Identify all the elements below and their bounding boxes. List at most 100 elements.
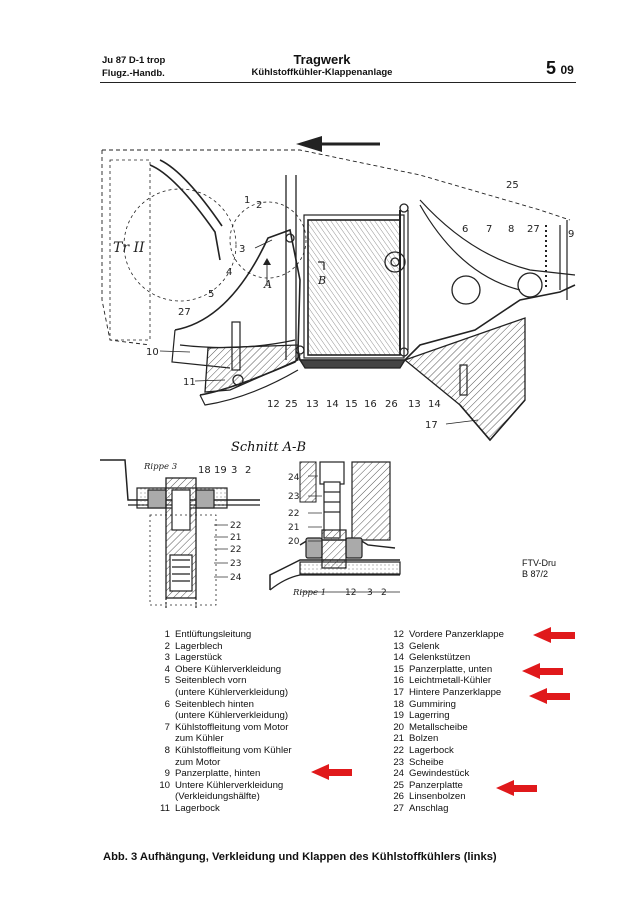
legend-text: zum Motor bbox=[175, 756, 221, 768]
legend-number: 7 bbox=[164, 721, 170, 733]
num-s18: 18 bbox=[198, 465, 211, 476]
num-b25: 25 bbox=[285, 399, 298, 410]
legend-text: Panzerplatte bbox=[409, 779, 463, 791]
num-b15: 15 bbox=[345, 399, 358, 410]
legend-text: zum Kühler bbox=[175, 733, 224, 745]
header-rule bbox=[100, 82, 576, 83]
legend-text: Metallscheibe bbox=[409, 721, 468, 733]
legend-item: (untere Kühlerverkleidung) bbox=[154, 710, 384, 722]
label-rippe-1: Rippe 1 bbox=[292, 588, 326, 598]
legend-number: 6 bbox=[164, 698, 170, 710]
num-11: 11 bbox=[183, 377, 196, 388]
red-highlight-arrows bbox=[311, 627, 575, 796]
num-c12: 12 bbox=[345, 588, 356, 598]
legend-number: 21 bbox=[393, 733, 404, 745]
legend-item: 20 Metallscheibe bbox=[388, 722, 528, 734]
detail-rippe-1-labels: 24 23 22 21 20 Rippe 1 12 3 2 bbox=[288, 473, 387, 598]
num-3: 3 bbox=[239, 244, 245, 255]
legend-number bbox=[154, 791, 175, 803]
legend-number: 16 bbox=[393, 675, 404, 687]
legend-number: 3 bbox=[164, 652, 170, 664]
legend-text: Seitenblech vorn bbox=[175, 675, 247, 687]
red-arrow-item-17 bbox=[529, 688, 570, 704]
red-arrow-item-15 bbox=[522, 663, 563, 679]
legend-number: 25 bbox=[393, 779, 404, 791]
num-s23: 23 bbox=[230, 559, 241, 569]
legend-item: 8 Kühlstoffleitung vom Kühler bbox=[154, 745, 384, 757]
legend-number: 11 bbox=[160, 802, 170, 814]
detail-rippe-3 bbox=[100, 459, 260, 610]
legend-number: 10 bbox=[159, 779, 170, 791]
legend-text: Lagerbock bbox=[175, 802, 220, 814]
label-rippe-3: Rippe 3 bbox=[143, 462, 177, 472]
legend-number: 27 bbox=[393, 802, 404, 814]
legend-number: 20 bbox=[393, 721, 404, 733]
num-s22a: 22 bbox=[230, 521, 241, 531]
legend-item: (untere Kühlerverkleidung) bbox=[154, 687, 384, 699]
legend-number bbox=[154, 757, 175, 769]
legend-text: Untere Kühlerverkleidung bbox=[175, 779, 284, 791]
legend-number: 5 bbox=[164, 675, 170, 687]
stamp-line-1: FTV-Dru bbox=[522, 558, 557, 568]
legend-number: 24 bbox=[393, 768, 404, 780]
legend-number: 1 bbox=[164, 629, 170, 640]
num-25: 25 bbox=[506, 180, 519, 191]
num-s22b: 22 bbox=[230, 545, 241, 555]
red-arrow-item-9 bbox=[311, 764, 352, 780]
legend-text: Entlüftungsleitung bbox=[175, 629, 252, 640]
main-view-labels: Tr II A B 1 2 3 4 5 6 7 8 9 10 11 17 25 … bbox=[113, 180, 574, 431]
legend-text: Lagerstück bbox=[175, 652, 222, 664]
num-s21: 21 bbox=[230, 533, 241, 543]
lower-fairing bbox=[174, 228, 576, 361]
print-stamp: FTV-Dru B 87/2 bbox=[522, 558, 556, 580]
legend-text: Gelenk bbox=[409, 640, 440, 652]
legend-text: Seitenblech hinten bbox=[175, 698, 254, 710]
num-b26: 26 bbox=[385, 399, 398, 410]
legend-item: 21 Bolzen bbox=[388, 733, 528, 745]
num-c3: 3 bbox=[367, 588, 373, 598]
front-armor-flap bbox=[204, 344, 299, 393]
page-number-main: 5 bbox=[546, 58, 557, 78]
legend-text: Gummiring bbox=[409, 698, 456, 710]
legend-text: Bolzen bbox=[409, 733, 439, 745]
legend-number: 8 bbox=[164, 744, 170, 756]
header-model: Ju 87 D-1 trop bbox=[102, 55, 166, 66]
num-27a: 27 bbox=[527, 224, 540, 235]
legend-text: Linsenbolzen bbox=[409, 791, 466, 803]
legend-text: Obere Kühlerverkleidung bbox=[175, 663, 282, 675]
stamp-line-2: B 87/2 bbox=[522, 569, 549, 579]
legend-number: 2 bbox=[164, 640, 170, 652]
legend-text: Kühlstoffleitung vom Kühler bbox=[175, 744, 292, 756]
num-b14a: 14 bbox=[326, 399, 339, 410]
legend-number bbox=[154, 710, 175, 722]
legend-item: 26 Linsenbolzen bbox=[388, 791, 528, 803]
legend-item: 25 Panzerplatte bbox=[388, 780, 528, 792]
legend-text: Gelenkstützen bbox=[409, 652, 471, 664]
num-c22: 22 bbox=[288, 509, 299, 519]
label-a: A bbox=[263, 278, 272, 291]
legend-number: 12 bbox=[393, 629, 404, 640]
legend-text: Anschlag bbox=[409, 802, 449, 814]
page-number: 5 09 bbox=[546, 58, 574, 79]
legend-item: zum Kühler bbox=[154, 733, 384, 745]
radiator-block bbox=[307, 219, 401, 356]
num-27b: 27 bbox=[178, 307, 191, 318]
num-6: 6 bbox=[462, 224, 468, 235]
legend-text: (untere Kühlerverkleidung) bbox=[175, 686, 289, 698]
num-b12: 12 bbox=[267, 399, 280, 410]
detail-rippe-1 bbox=[269, 461, 401, 593]
legend-number: 4 bbox=[164, 663, 170, 675]
header-subtitle: Kühlstoffkühler-Klappenanlage bbox=[251, 67, 393, 78]
legend-text: Lagerbock bbox=[409, 744, 454, 756]
detail-rippe-3-labels: Rippe 3 18 19 3 2 22 21 22 23 24 bbox=[143, 462, 251, 583]
legend-number: 26 bbox=[393, 791, 404, 803]
